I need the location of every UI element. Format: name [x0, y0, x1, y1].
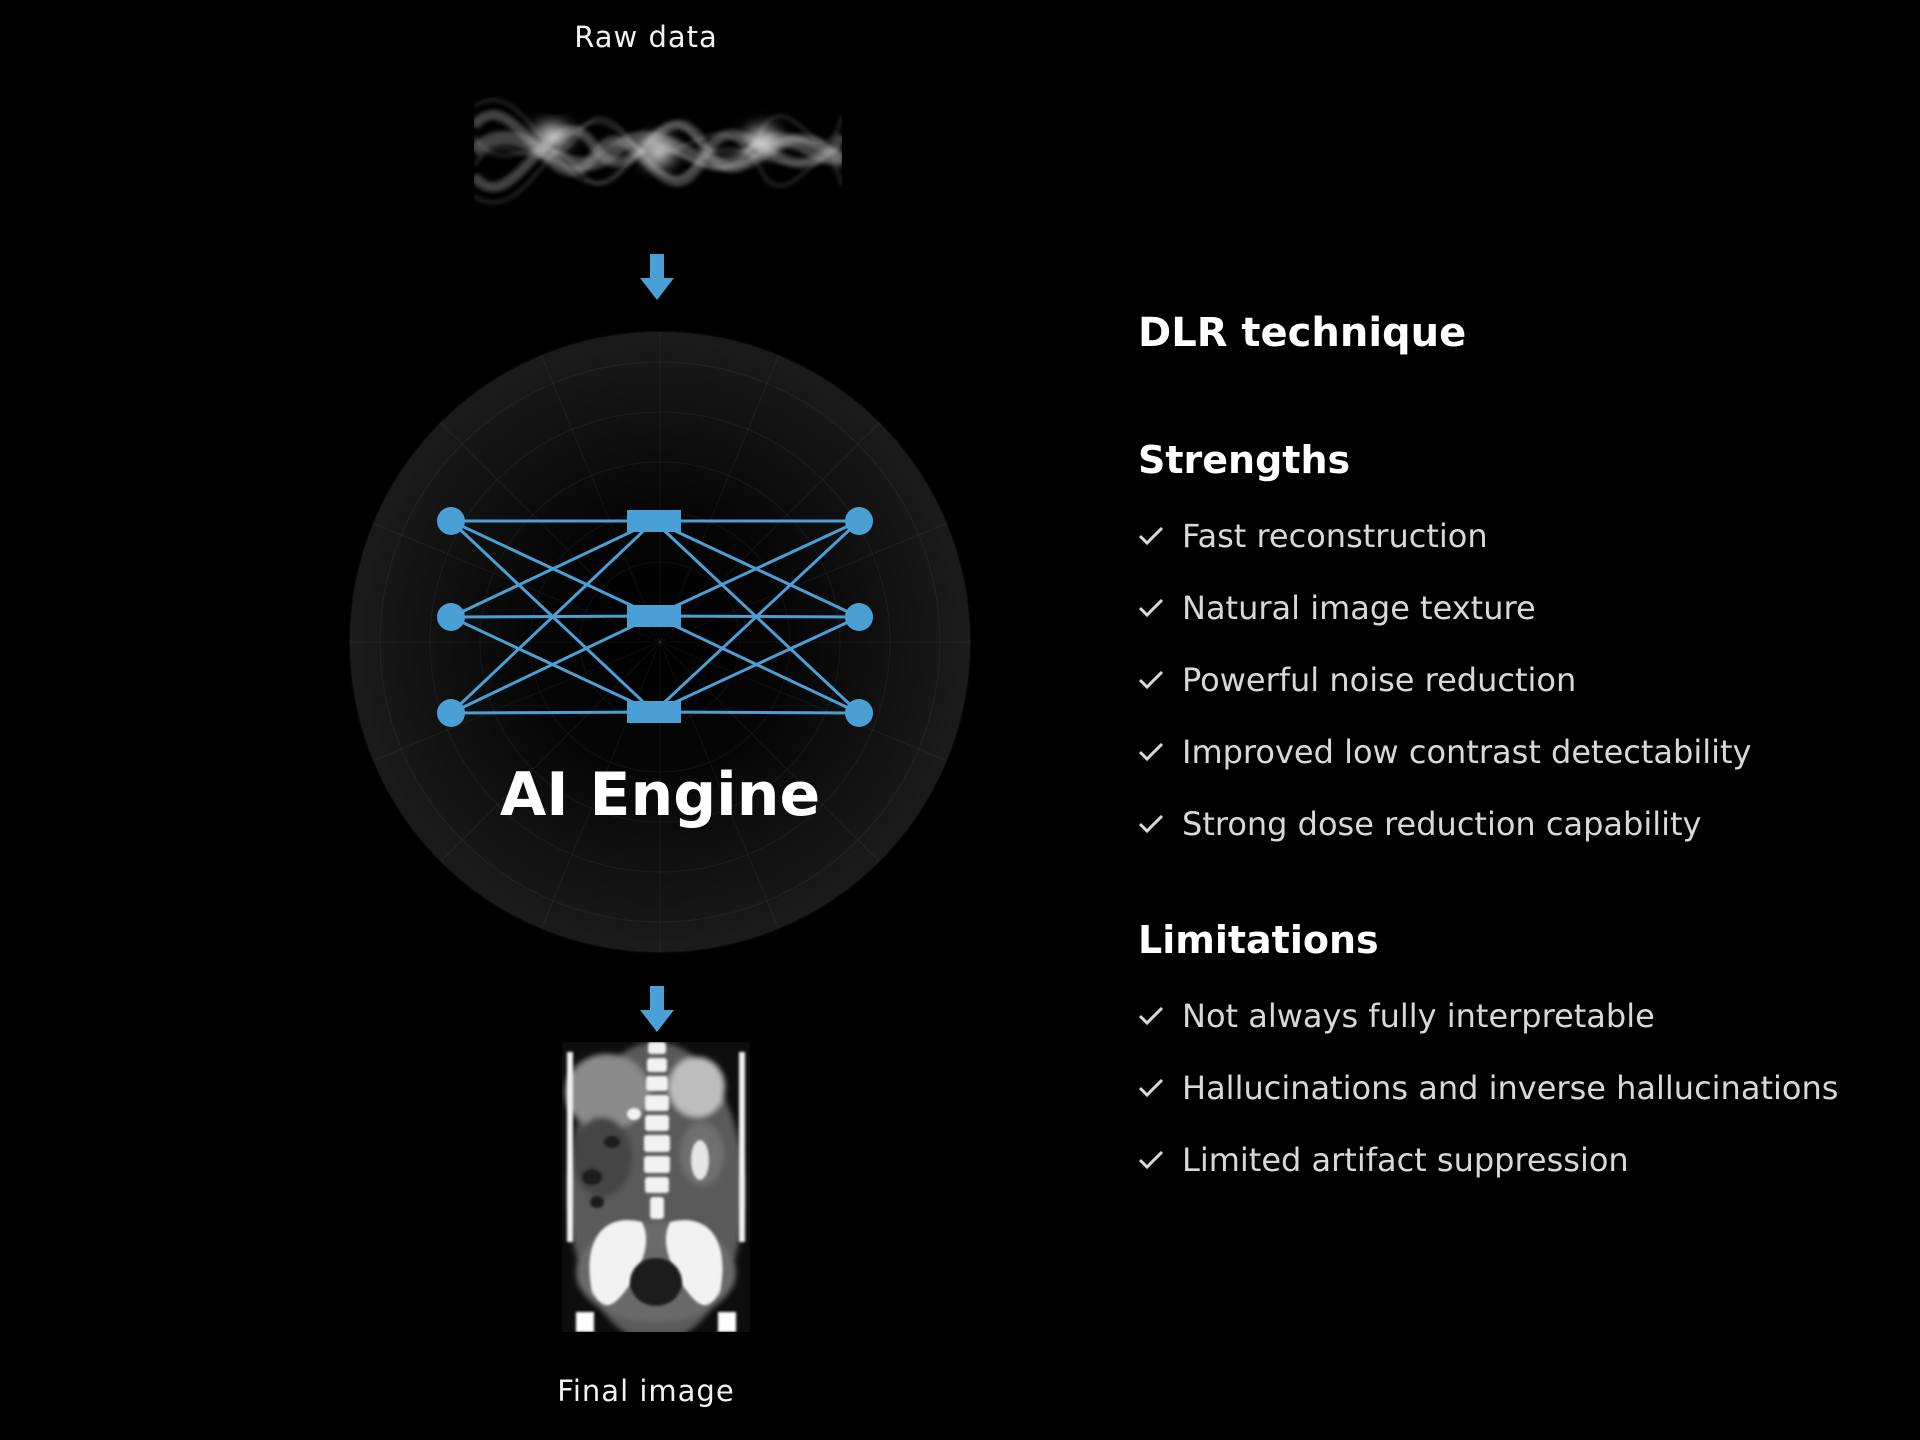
raw-data-sinogram-image — [474, 66, 842, 240]
limitations-heading: Limitations — [1138, 918, 1379, 962]
ai-engine-circle: AI Engine — [350, 332, 970, 952]
strength-item-label: Powerful noise reduction — [1182, 661, 1577, 699]
check-icon — [1138, 742, 1164, 762]
limitation-item-label: Not always fully interpretable — [1182, 997, 1655, 1035]
arrow-down-icon — [640, 986, 674, 1032]
panel-title: DLR technique — [1138, 310, 1467, 356]
ai-engine-label: AI Engine — [499, 760, 821, 830]
arrow-down-icon — [640, 254, 674, 300]
limitation-item-label: Hallucinations and inverse hallucination… — [1182, 1069, 1839, 1107]
list-item: Fast reconstruction — [1138, 500, 1898, 572]
raw-data-label: Raw data — [574, 20, 718, 54]
dlr-technique-panel: DLR technique Strengths Fast reconstruct… — [1138, 310, 1898, 1196]
list-item: Natural image texture — [1138, 572, 1898, 644]
check-icon — [1138, 526, 1164, 546]
strength-item-label: Improved low contrast detectability — [1182, 733, 1752, 771]
list-item: Powerful noise reduction — [1138, 644, 1898, 716]
check-icon — [1138, 814, 1164, 834]
list-item: Improved low contrast detectability — [1138, 716, 1898, 788]
final-image-label: Final image — [557, 1374, 735, 1408]
list-item: Hallucinations and inverse hallucination… — [1138, 1052, 1898, 1124]
limitations-list: Not always fully interpretable Hallucina… — [1138, 980, 1898, 1196]
list-item: Not always fully interpretable — [1138, 980, 1898, 1052]
strength-item-label: Natural image texture — [1182, 589, 1536, 627]
list-item: Strong dose reduction capability — [1138, 788, 1898, 860]
list-item: Limited artifact suppression — [1138, 1124, 1898, 1196]
check-icon — [1138, 1006, 1164, 1026]
check-icon — [1138, 1150, 1164, 1170]
strength-item-label: Strong dose reduction capability — [1182, 805, 1702, 843]
neural-network-icon — [437, 507, 873, 727]
check-icon — [1138, 670, 1164, 690]
strength-item-label: Fast reconstruction — [1182, 517, 1488, 555]
final-ct-scan-image — [562, 1042, 750, 1332]
check-icon — [1138, 1078, 1164, 1098]
strengths-list: Fast reconstruction Natural image textur… — [1138, 500, 1898, 860]
check-icon — [1138, 598, 1164, 618]
limitation-item-label: Limited artifact suppression — [1182, 1141, 1629, 1179]
strengths-heading: Strengths — [1138, 438, 1351, 482]
